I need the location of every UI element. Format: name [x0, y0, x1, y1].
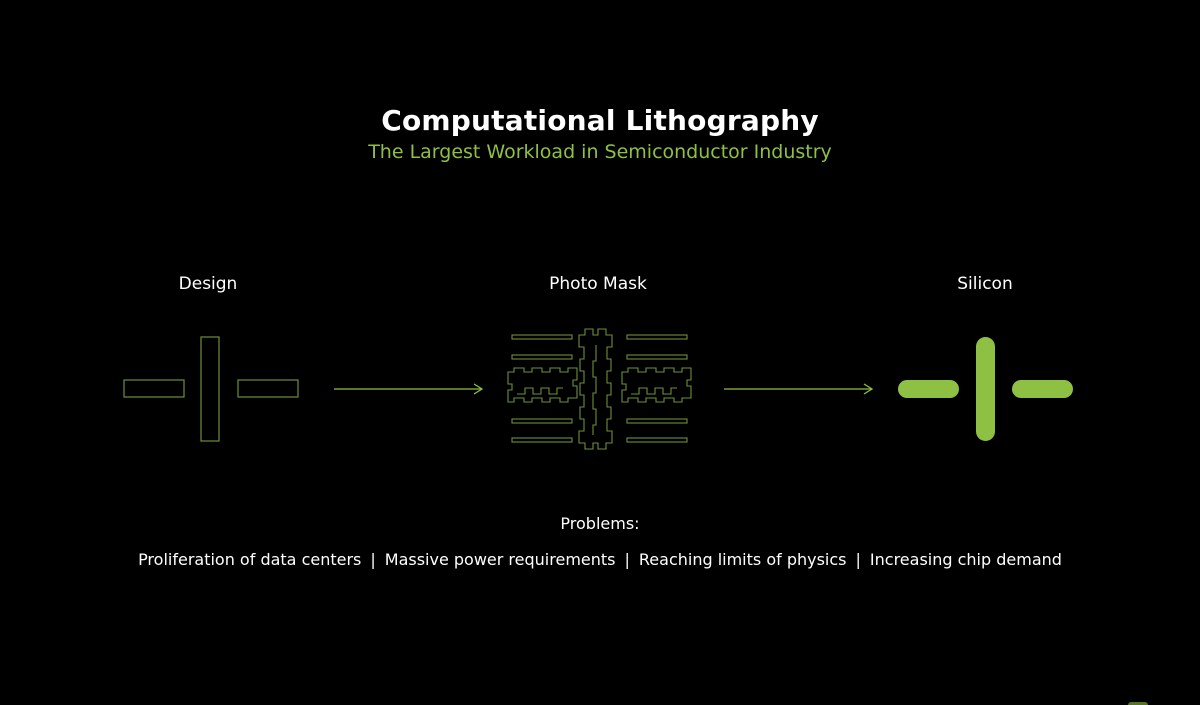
silicon-pattern-icon [898, 337, 1073, 441]
problem-separator: | [855, 550, 861, 569]
mask-line [626, 418, 688, 424]
corner-accent-mark [1128, 702, 1148, 705]
mask-line [511, 418, 573, 424]
design-right-bar [237, 379, 299, 398]
mask-right-inner [631, 387, 677, 395]
slide-title: Computational Lithography [381, 104, 819, 137]
arrow-right-icon [334, 383, 484, 395]
problem-item: Proliferation of data centers [138, 550, 362, 569]
problem-separator: | [624, 550, 630, 569]
mask-right-block [621, 367, 692, 403]
mask-left-block [507, 367, 578, 403]
mask-center-inner [592, 345, 597, 435]
photo-mask-pattern-icon [507, 328, 692, 450]
silicon-left-bar [898, 380, 959, 398]
problem-separator: | [370, 550, 376, 569]
design-pattern-icon [123, 336, 299, 442]
mask-line [626, 354, 688, 360]
stage-label-photo-mask: Photo Mask [549, 274, 647, 294]
problem-item: Increasing chip demand [869, 550, 1062, 569]
problems-list: Proliferation of data centers | Massive po… [0, 550, 1200, 569]
silicon-right-bar [1012, 380, 1073, 398]
slide-subtitle: The Largest Workload in Semiconductor In… [368, 141, 832, 163]
stage-label-silicon: Silicon [957, 274, 1013, 294]
problems-heading: Problems: [560, 514, 640, 533]
problem-item: Massive power requirements [384, 550, 616, 569]
mask-line [511, 437, 573, 443]
mask-left-inner [517, 387, 563, 395]
mask-center-column [578, 328, 613, 450]
arrow-right-icon [724, 383, 874, 395]
problem-item: Reaching limits of physics [638, 550, 847, 569]
silicon-center-bar [976, 337, 995, 441]
stage-label-design: Design [178, 274, 238, 294]
mask-line [626, 334, 688, 340]
mask-line [511, 334, 573, 340]
mask-line [626, 437, 688, 443]
mask-line [511, 354, 573, 360]
design-left-bar [123, 379, 185, 398]
design-center-bar [200, 336, 220, 442]
